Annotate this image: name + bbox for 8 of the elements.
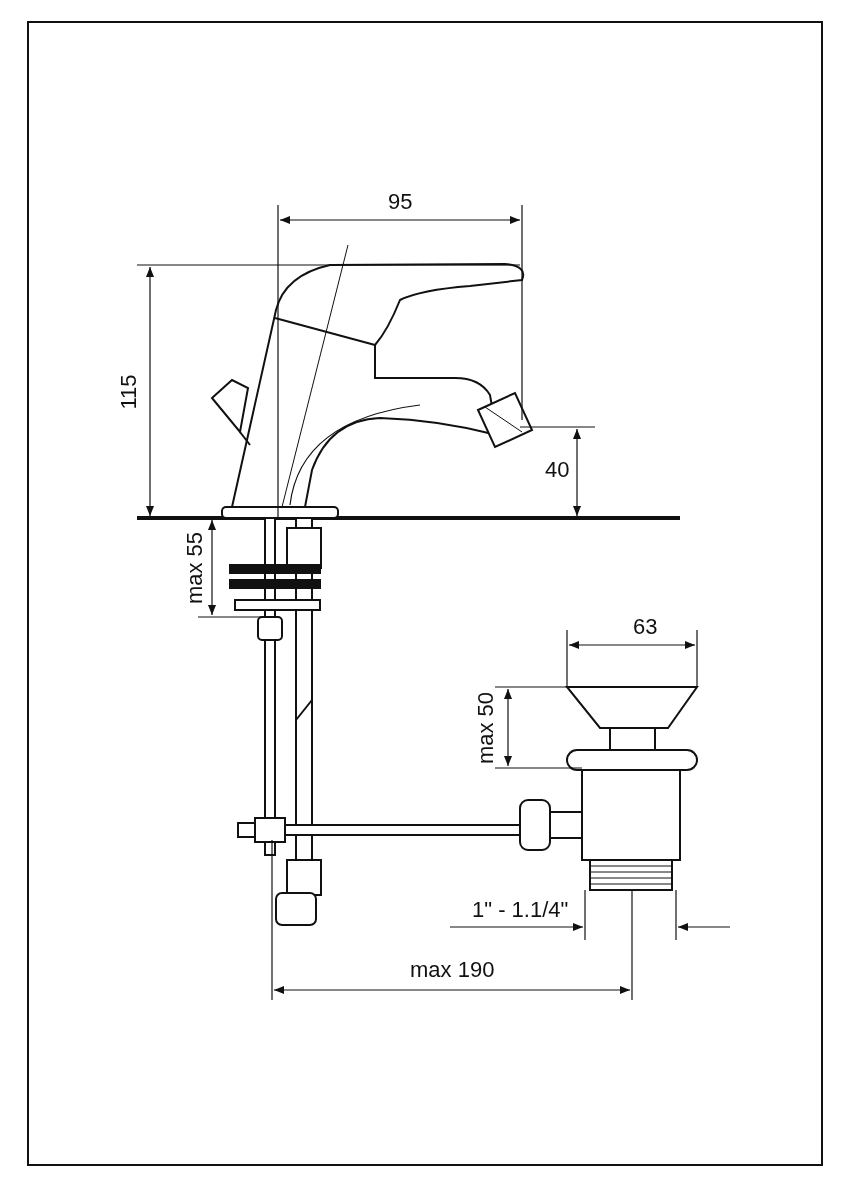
dimension-label: max 55 (184, 531, 207, 605)
dimension-label: max 50 (475, 691, 498, 765)
dimension-label: 115 (117, 374, 140, 410)
dimension-label: 95 (388, 191, 413, 213)
dimension-label: max 190 (410, 959, 495, 981)
dimension-label: 40 (545, 459, 570, 481)
dimension-label: 1" - 1.1/4" (472, 899, 569, 921)
dimension-label: 63 (633, 616, 658, 638)
